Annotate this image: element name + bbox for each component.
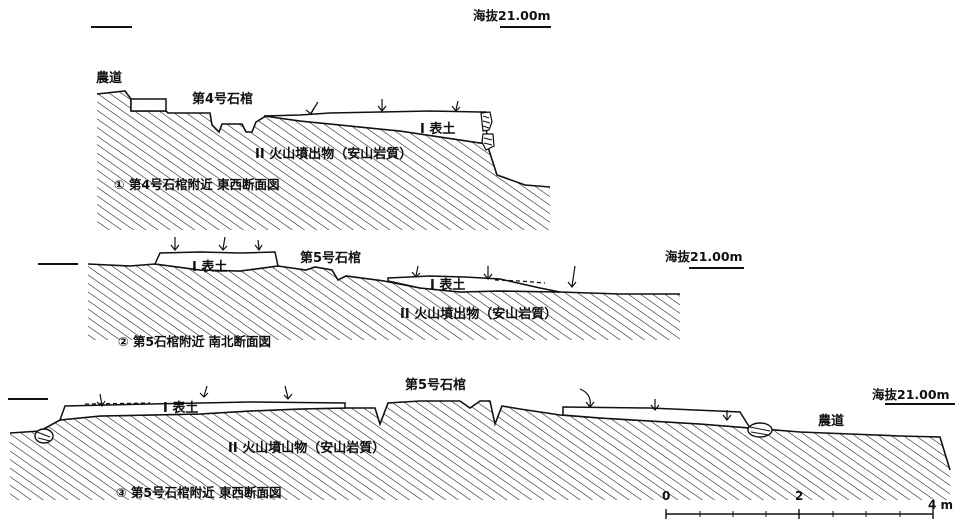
topsoil-layer-3b	[562, 406, 752, 429]
dashed-boundary-2	[494, 279, 546, 284]
coffin-label-3: 第5号石棺	[405, 377, 466, 393]
survey-arrows-2	[170, 236, 577, 288]
volcanic-label-1: II 火山墳出物（安山岩質）	[255, 146, 412, 162]
topsoil-label-2b: I 表土	[430, 277, 465, 293]
coffin-label-1: 第4号石棺	[192, 91, 253, 107]
coffin-block-1	[130, 98, 167, 112]
topsoil-label-1: I 表土	[420, 121, 455, 137]
survey-arrows-1	[305, 99, 461, 115]
boulder-3a	[34, 428, 54, 444]
datum-label-3: 海抜21.00m	[872, 387, 950, 402]
datum-label-2: 海抜21.00m	[665, 249, 743, 264]
scale-tick-0: 0	[662, 489, 670, 503]
topsoil-mound-2b	[387, 275, 561, 293]
section-caption-1: ① 第4号石棺附近 東西断面図	[114, 177, 280, 192]
volcanic-layer-1	[97, 91, 550, 230]
volcanic-layer-2	[88, 264, 680, 340]
survey-arrows-3	[96, 385, 732, 421]
scale-tick-4: 4 m	[928, 498, 953, 512]
section-2: 海抜21.00m I 表土 第5号石棺 I 表土 II 火山墳出物（安山岩質） …	[38, 236, 744, 349]
boulder-1	[480, 111, 495, 151]
topsoil-layer-3a	[58, 401, 346, 421]
coffin-label-2: 第5号石棺	[300, 250, 361, 266]
section-caption-3: ③ 第5号石棺附近 東西断面図	[116, 485, 282, 500]
road-label-3: 農道	[818, 413, 844, 429]
volcanic-label-2: II 火山墳出物（安山岩質）	[400, 306, 557, 322]
boulder-3b	[747, 422, 773, 438]
road-label-1: 農道	[96, 70, 122, 86]
topsoil-mound-2a	[153, 251, 279, 272]
scale-bar: 0 2 4 m	[662, 489, 953, 519]
datum-label-1: 海抜21.00m	[473, 8, 551, 23]
section-caption-2: ② 第5石棺附近 南北断面図	[118, 334, 271, 349]
section-1: 海抜21.00m 農道 第4号石棺 I 表土 II 火山墳出物（安山岩質） ① …	[91, 8, 551, 230]
section-3: 海抜21.00m 第5号石棺 農道 I 表土 II 火山墳山物（安山岩質）	[8, 377, 955, 500]
dashed-boundary-3	[84, 402, 151, 405]
scale-tick-2: 2	[795, 489, 803, 503]
topsoil-label-2a: I 表土	[192, 259, 227, 275]
topsoil-label-3: I 表土	[163, 400, 198, 416]
volcanic-label-3: II 火山墳山物（安山岩質）	[228, 440, 385, 456]
